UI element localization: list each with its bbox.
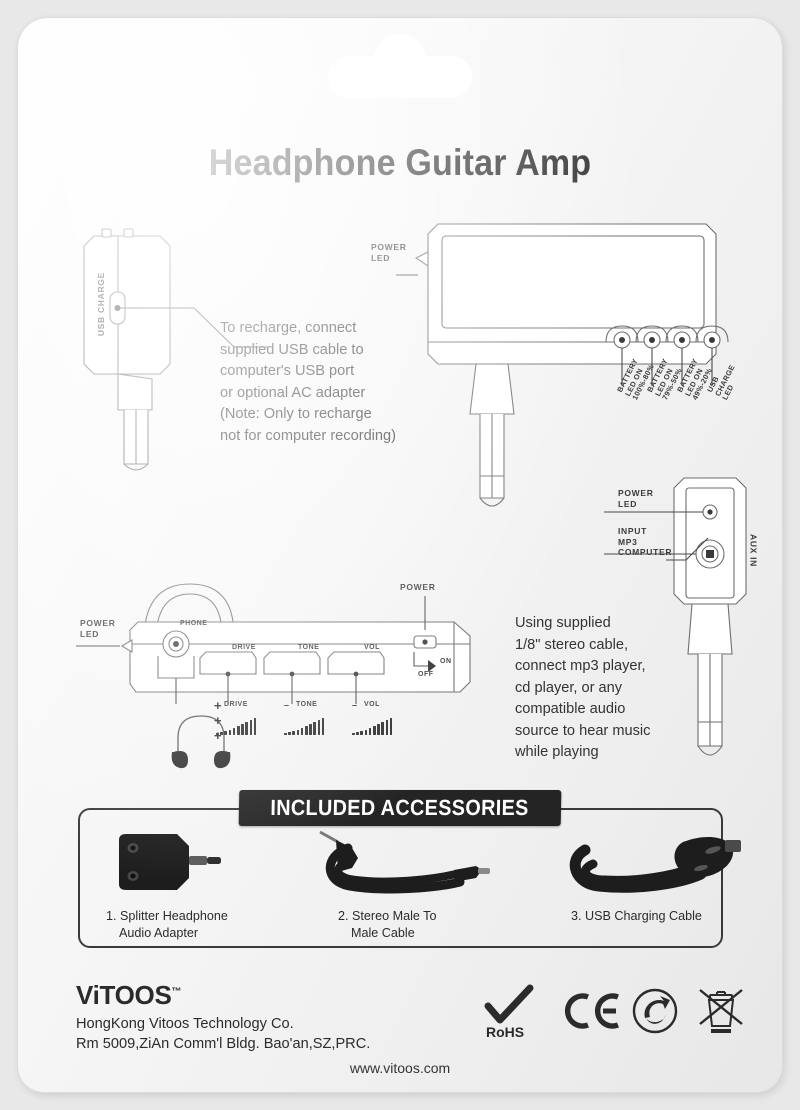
aux-power-led-line-2: LED bbox=[618, 498, 638, 509]
aux-power-led-line-1: POWER bbox=[618, 488, 654, 498]
ce-mark bbox=[564, 992, 622, 1030]
note-line-3: computer's USB port bbox=[220, 363, 355, 379]
usb-charge-diagram: USB CHARGE bbox=[56, 214, 268, 474]
accessories-banner-label: INCLUDED ACCESSORIES bbox=[270, 795, 530, 820]
accessory-2-line-1: Stereo Male To bbox=[352, 909, 437, 923]
aux-input-label: INPUT MP3 COMPUTER bbox=[618, 526, 672, 558]
accessories-banner: INCLUDED ACCESSORIES bbox=[238, 790, 562, 826]
power-led-line-1: POWER bbox=[371, 242, 407, 252]
amp-power-led-label: POWER LED bbox=[371, 242, 407, 263]
trademark-symbol: ™ bbox=[171, 986, 182, 998]
panel-power-led-label: POWER LED bbox=[80, 618, 116, 639]
control-panel-diagram: PHONE DRIVE TONE VOL POWER ON OFF bbox=[76, 578, 488, 708]
drive-scale-bars bbox=[216, 718, 257, 735]
aux-input-line-2: MP3 bbox=[618, 536, 638, 547]
blister-card: Headphone Guitar Amp USB CHARGE bbox=[18, 18, 782, 1092]
power-led-line-2: LED bbox=[371, 252, 391, 263]
tone-plus-sign: + bbox=[214, 713, 222, 728]
aux-in-diagram: AUX IN bbox=[604, 468, 772, 788]
usb-charge-device-label: USB CHARGE bbox=[96, 272, 106, 337]
accessory-1-line-1: Splitter Headphone bbox=[120, 909, 228, 923]
power-switch-label: POWER bbox=[400, 582, 436, 592]
accessory-3-line-1: USB Charging Cable bbox=[585, 909, 702, 923]
rohs-label: RoHS bbox=[486, 1024, 525, 1040]
aux-note-line-1: Using supplied bbox=[515, 615, 611, 631]
aux-note-line-4: cd player, or any bbox=[515, 679, 623, 696]
brand-logo: ViTOOS™ bbox=[76, 980, 182, 1011]
accessory-3-number: 3. bbox=[571, 909, 582, 923]
page-title: Headphone Guitar Amp bbox=[208, 142, 592, 183]
aux-note-line-7: while playing bbox=[515, 744, 599, 760]
note-line-6: not for computer recording) bbox=[220, 427, 397, 444]
amp-front-diagram: POWER LED BATTERY LED ON 100%-80% BATTER… bbox=[371, 214, 740, 534]
phone-jack-label: PHONE bbox=[180, 620, 208, 627]
tone-scale-bars bbox=[284, 718, 325, 735]
note-line-1: To recharge, connect bbox=[220, 320, 357, 336]
vol-scale-label: VOL bbox=[364, 701, 380, 708]
aux-note-line-6: source to hear music bbox=[515, 722, 651, 739]
panel-power-led-line-2: LED bbox=[80, 628, 100, 639]
splitter-adapter-icon bbox=[113, 830, 248, 902]
website-url: www.vitoos.com bbox=[349, 1060, 451, 1076]
switch-on-label: ON bbox=[440, 658, 452, 665]
note-line-2: supplied USB cable to bbox=[220, 341, 364, 358]
rohs-mark: RoHS bbox=[484, 984, 560, 1040]
aux-note-line-5: compatible audio bbox=[515, 701, 626, 717]
accessory-caption-1: 1. Splitter Headphone Audio Adapter bbox=[106, 908, 228, 942]
accessory-2-line-2: Male Cable bbox=[351, 926, 415, 940]
accessory-caption-2: 2. Stereo Male To Male Cable bbox=[338, 908, 437, 942]
usb-cable-icon bbox=[569, 824, 743, 904]
aux-note-line-2: 1/8" stereo cable, bbox=[515, 636, 629, 653]
note-line-4: or optional AC adapter bbox=[220, 384, 366, 401]
company-address: Rm 5009,ZiAn Comm'l Bldg. Bao'an,SZ,PRC. bbox=[76, 1036, 371, 1052]
tone-minus-sign: – bbox=[284, 700, 290, 710]
company-name: HongKong Vitoos Technology Co. bbox=[76, 1016, 294, 1032]
vol-knob-label: VOL bbox=[364, 644, 380, 651]
vol-minus-sign: – bbox=[352, 700, 358, 710]
aux-note-line-3: connect mp3 player, bbox=[515, 658, 646, 674]
tone-scale-label: TONE bbox=[296, 701, 318, 708]
drive-scale-label: DRIVE bbox=[224, 701, 248, 708]
panel-power-led-line-1: POWER bbox=[80, 618, 116, 628]
weee-mark bbox=[696, 986, 746, 1036]
accessory-2-number: 2. bbox=[338, 909, 349, 923]
aux-in-label: AUX IN bbox=[748, 534, 759, 568]
drive-plus-sign: + bbox=[214, 698, 222, 713]
aux-input-line-1: INPUT bbox=[618, 526, 647, 536]
aux-power-led-label: POWER LED bbox=[618, 488, 654, 509]
brand-name: ViTOOS bbox=[76, 980, 172, 1010]
headphone-icon bbox=[170, 712, 234, 774]
accessory-caption-3: 3. USB Charging Cable bbox=[571, 908, 702, 925]
accessory-1-number: 1. bbox=[106, 909, 117, 923]
drive-knob-label: DRIVE bbox=[232, 644, 256, 651]
stereo-cable-icon bbox=[318, 826, 493, 904]
note-line-5: (Note: Only to recharge bbox=[220, 406, 372, 422]
usb-charge-note: To recharge, connect supplied USB cable … bbox=[220, 318, 416, 447]
tone-knob-label: TONE bbox=[298, 644, 320, 651]
euro-hang-slot bbox=[327, 54, 473, 98]
vol-scale-bars bbox=[352, 718, 393, 735]
aux-input-line-3: COMPUTER bbox=[618, 547, 673, 558]
control-scales: – DRIVE + – TONE + – VOL + bbox=[214, 698, 414, 744]
aux-usage-note: Using supplied 1/8" stereo cable, connec… bbox=[515, 613, 693, 764]
accessory-1-line-2: Audio Adapter bbox=[119, 926, 199, 940]
recycle-mark bbox=[632, 988, 678, 1034]
switch-off-label: OFF bbox=[418, 671, 434, 678]
drive-minus-sign: – bbox=[214, 700, 220, 710]
vol-plus-sign: + bbox=[214, 728, 222, 743]
